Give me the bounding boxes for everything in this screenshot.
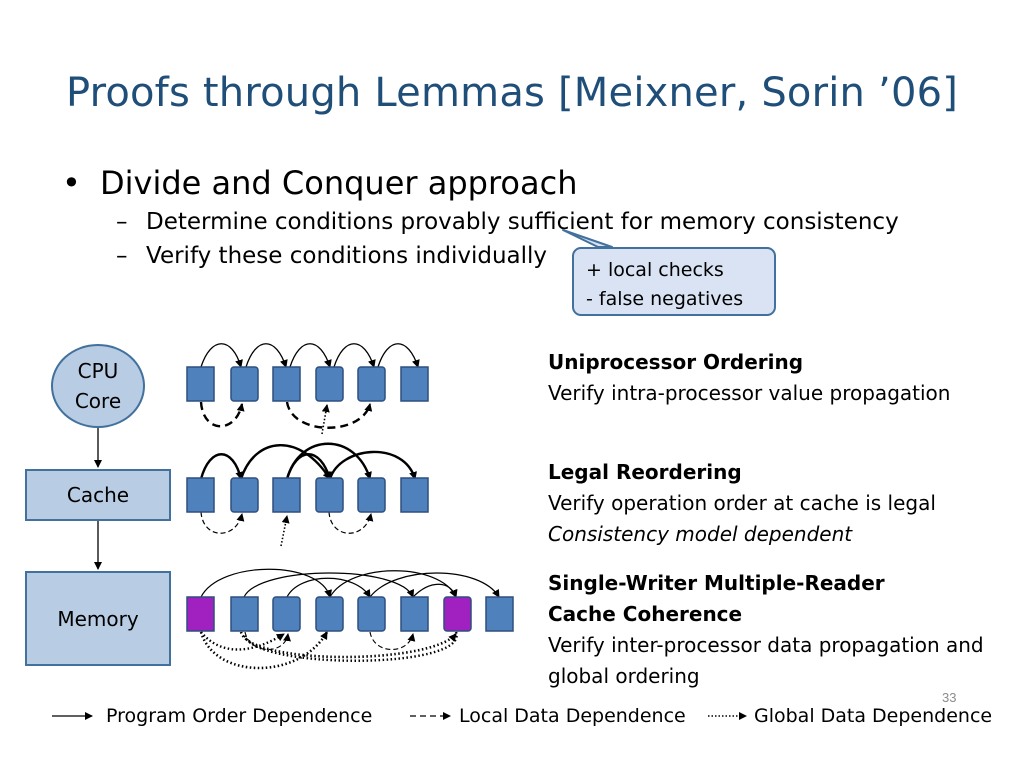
program-order-arrow	[333, 343, 376, 368]
local-data-arrow	[369, 631, 416, 650]
cpu-label: CPU	[77, 359, 119, 383]
program-order-arrow	[289, 343, 332, 368]
page-number: 33	[942, 690, 957, 705]
program-order-arrow	[328, 450, 417, 480]
memory-op-box	[357, 477, 386, 513]
core-label: Core	[74, 389, 122, 413]
global-data-arrow	[321, 404, 330, 435]
memory-label: Memory	[57, 606, 139, 631]
global-data-arrow	[239, 631, 457, 659]
memory-op-box	[400, 596, 429, 632]
row-uniprocessor	[186, 343, 429, 435]
subitem-text: Determine conditions provably sufficient…	[146, 209, 899, 235]
legend-program-order: Program Order Dependence	[106, 705, 373, 727]
memory-op-box	[357, 596, 386, 632]
memory-op-box	[272, 477, 301, 513]
cache-label: Cache	[66, 483, 130, 507]
local-data-arrow	[200, 511, 245, 534]
memory-op-box	[230, 477, 259, 513]
section-note: Consistency model dependent	[548, 522, 853, 546]
callout-pointer	[562, 229, 613, 248]
legend-global-data: Global Data Dependence	[754, 705, 993, 727]
section-text: Verify intra-processor value propagation	[548, 381, 951, 405]
global-data-arrow	[242, 631, 458, 662]
section-heading: Cache Coherence	[548, 602, 743, 626]
memory-node: Memory	[25, 571, 171, 666]
local-data-arrow	[285, 401, 373, 429]
callout-line-1: + local checks	[586, 259, 724, 281]
subitem-dash: –	[116, 209, 128, 235]
program-order-arrow	[412, 583, 458, 598]
section-heading: Single-Writer Multiple-Reader	[548, 571, 885, 595]
memory-op-box	[400, 366, 429, 402]
program-order-arrow	[199, 453, 244, 480]
bullet-symbol: •	[62, 164, 81, 202]
program-order-arrow	[369, 572, 500, 598]
memory-op-box	[186, 477, 215, 513]
program-order-arrow	[239, 444, 332, 480]
program-order-arrow	[285, 453, 332, 480]
memory-op-box	[485, 596, 514, 632]
global-data-arrow	[199, 631, 329, 670]
memory-op-box	[315, 477, 344, 513]
memory-op-box	[315, 366, 344, 402]
local-data-arrow	[199, 401, 245, 428]
program-order-arrow	[200, 568, 333, 598]
subitem-dash: –	[116, 243, 128, 269]
row-legal-reordering	[186, 442, 429, 547]
program-order-arrow	[243, 572, 415, 598]
program-order-arrow	[286, 577, 371, 598]
memory-op-box	[272, 366, 301, 402]
section-uniprocessor: Uniprocessor Ordering Verify intra-proce…	[548, 347, 950, 409]
section-text: Verify operation order at cache is legal	[548, 491, 936, 515]
slide-title: Proofs through Lemmas [Meixner, Sorin ’0…	[65, 70, 959, 116]
memory-op-box	[400, 477, 429, 513]
memory-op-box	[230, 366, 259, 402]
memory-op-box	[357, 366, 386, 402]
memory-op-box	[272, 596, 301, 632]
legend-local-data: Local Data Dependence	[459, 705, 686, 727]
memory-op-box	[186, 366, 215, 402]
section-text: global ordering	[548, 664, 700, 688]
bullet-text: Divide and Conquer approach	[100, 164, 578, 202]
cpu-core-node: CPU Core	[51, 344, 145, 428]
memory-op-box-highlighted	[186, 596, 215, 632]
program-order-arrow	[285, 442, 372, 480]
global-data-arrow	[280, 515, 290, 547]
section-heading: Legal Reordering	[548, 460, 742, 484]
memory-op-box	[230, 596, 259, 632]
memory-op-box-highlighted	[443, 596, 472, 632]
callout-line-2: - false negatives	[586, 288, 744, 310]
program-order-arrow	[245, 343, 288, 368]
program-order-arrow	[200, 343, 243, 368]
local-data-arrow	[328, 511, 374, 534]
program-order-arrow	[377, 343, 420, 368]
cache-node: Cache	[25, 469, 171, 521]
section-coherence: Single-Writer Multiple-Reader Cache Cohe…	[548, 568, 984, 692]
section-heading: Uniprocessor Ordering	[548, 350, 804, 374]
section-text: Verify inter-processor data propagation …	[548, 633, 984, 657]
section-legal-reordering: Legal Reordering Verify operation order …	[548, 457, 936, 550]
memory-op-box	[315, 596, 344, 632]
row-coherence	[186, 568, 514, 670]
subitem-text: Verify these conditions individually	[146, 243, 548, 269]
callout-box: + local checks - false negatives	[572, 247, 776, 316]
global-data-arrow	[200, 631, 285, 651]
